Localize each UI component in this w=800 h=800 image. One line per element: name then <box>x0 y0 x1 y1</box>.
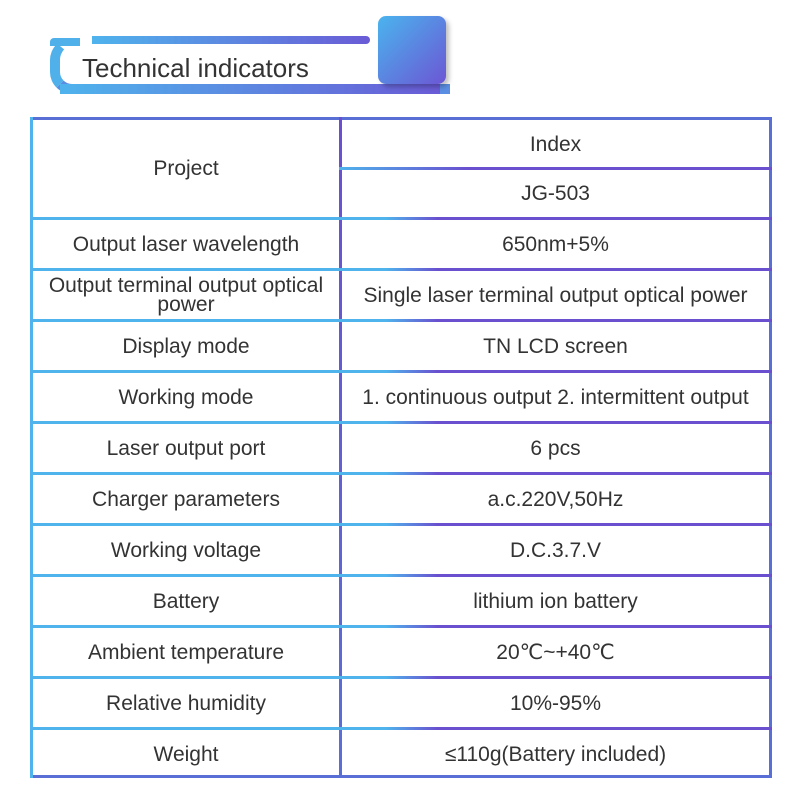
row-divider <box>30 421 772 424</box>
header-frame <box>50 38 450 94</box>
spec-value-cell: lithium ion battery <box>473 589 638 613</box>
spec-label-cell: Relative humidity <box>106 691 266 715</box>
spec-label-cell: Display mode <box>122 334 250 358</box>
table-bottom-border <box>30 775 772 778</box>
spec-value-cell: 20℃~+40℃ <box>496 640 615 664</box>
table-column-divider <box>339 117 342 778</box>
spec-label-cell: Output terminal output optical power <box>48 274 324 316</box>
spec-value-cell: D.C.3.7.V <box>509 538 602 562</box>
spec-label-cell: Weight <box>153 742 219 766</box>
spec-value-cell: Single laser terminal output optical pow… <box>363 283 748 307</box>
row-divider <box>30 625 772 628</box>
spec-table: Project Index JG-503 Output laser wavele… <box>30 117 772 778</box>
spec-label-cell: Output laser wavelength <box>72 232 300 256</box>
spec-label-cell: Working mode <box>118 385 254 409</box>
table-right-border <box>769 117 772 778</box>
row-divider <box>30 370 772 373</box>
spec-value-cell: 10%-95% <box>509 691 602 715</box>
spec-label-cell: Laser output port <box>106 436 266 460</box>
row-divider <box>30 523 772 526</box>
row-divider <box>30 472 772 475</box>
spec-value-cell: TN LCD screen <box>483 334 628 358</box>
header-decoration-square <box>378 16 446 84</box>
row-divider <box>30 676 772 679</box>
table-top-border <box>30 117 772 120</box>
project-header-cell: Project <box>153 157 219 180</box>
row-divider <box>30 319 772 322</box>
model-header-cell: JG-503 <box>521 181 590 205</box>
spec-label-cell: Charger parameters <box>92 487 280 511</box>
row-divider <box>30 727 772 730</box>
spec-label-cell: Battery <box>152 589 220 613</box>
row-divider <box>30 268 772 271</box>
spec-value-cell: 650nm+5% <box>502 232 609 256</box>
header-divider <box>339 167 772 170</box>
spec-value-cell: ≤110g(Battery included) <box>444 742 667 766</box>
spec-value-cell: a.c.220V,50Hz <box>487 487 624 511</box>
spec-label-cell: Working voltage <box>110 538 262 562</box>
spec-value-cell: 1. continuous output 2. intermittent out… <box>362 385 749 409</box>
section-title: Technical indicators <box>82 53 309 83</box>
index-header-cell: Index <box>529 132 582 156</box>
section-header: Technical indicators <box>0 0 800 110</box>
spec-value-cell: 6 pcs <box>530 436 581 460</box>
row-divider <box>30 574 772 577</box>
spec-label-cell: Ambient temperature <box>87 640 285 664</box>
header-top-bar <box>92 36 370 44</box>
table-left-border <box>30 117 33 778</box>
row-divider <box>30 217 772 220</box>
